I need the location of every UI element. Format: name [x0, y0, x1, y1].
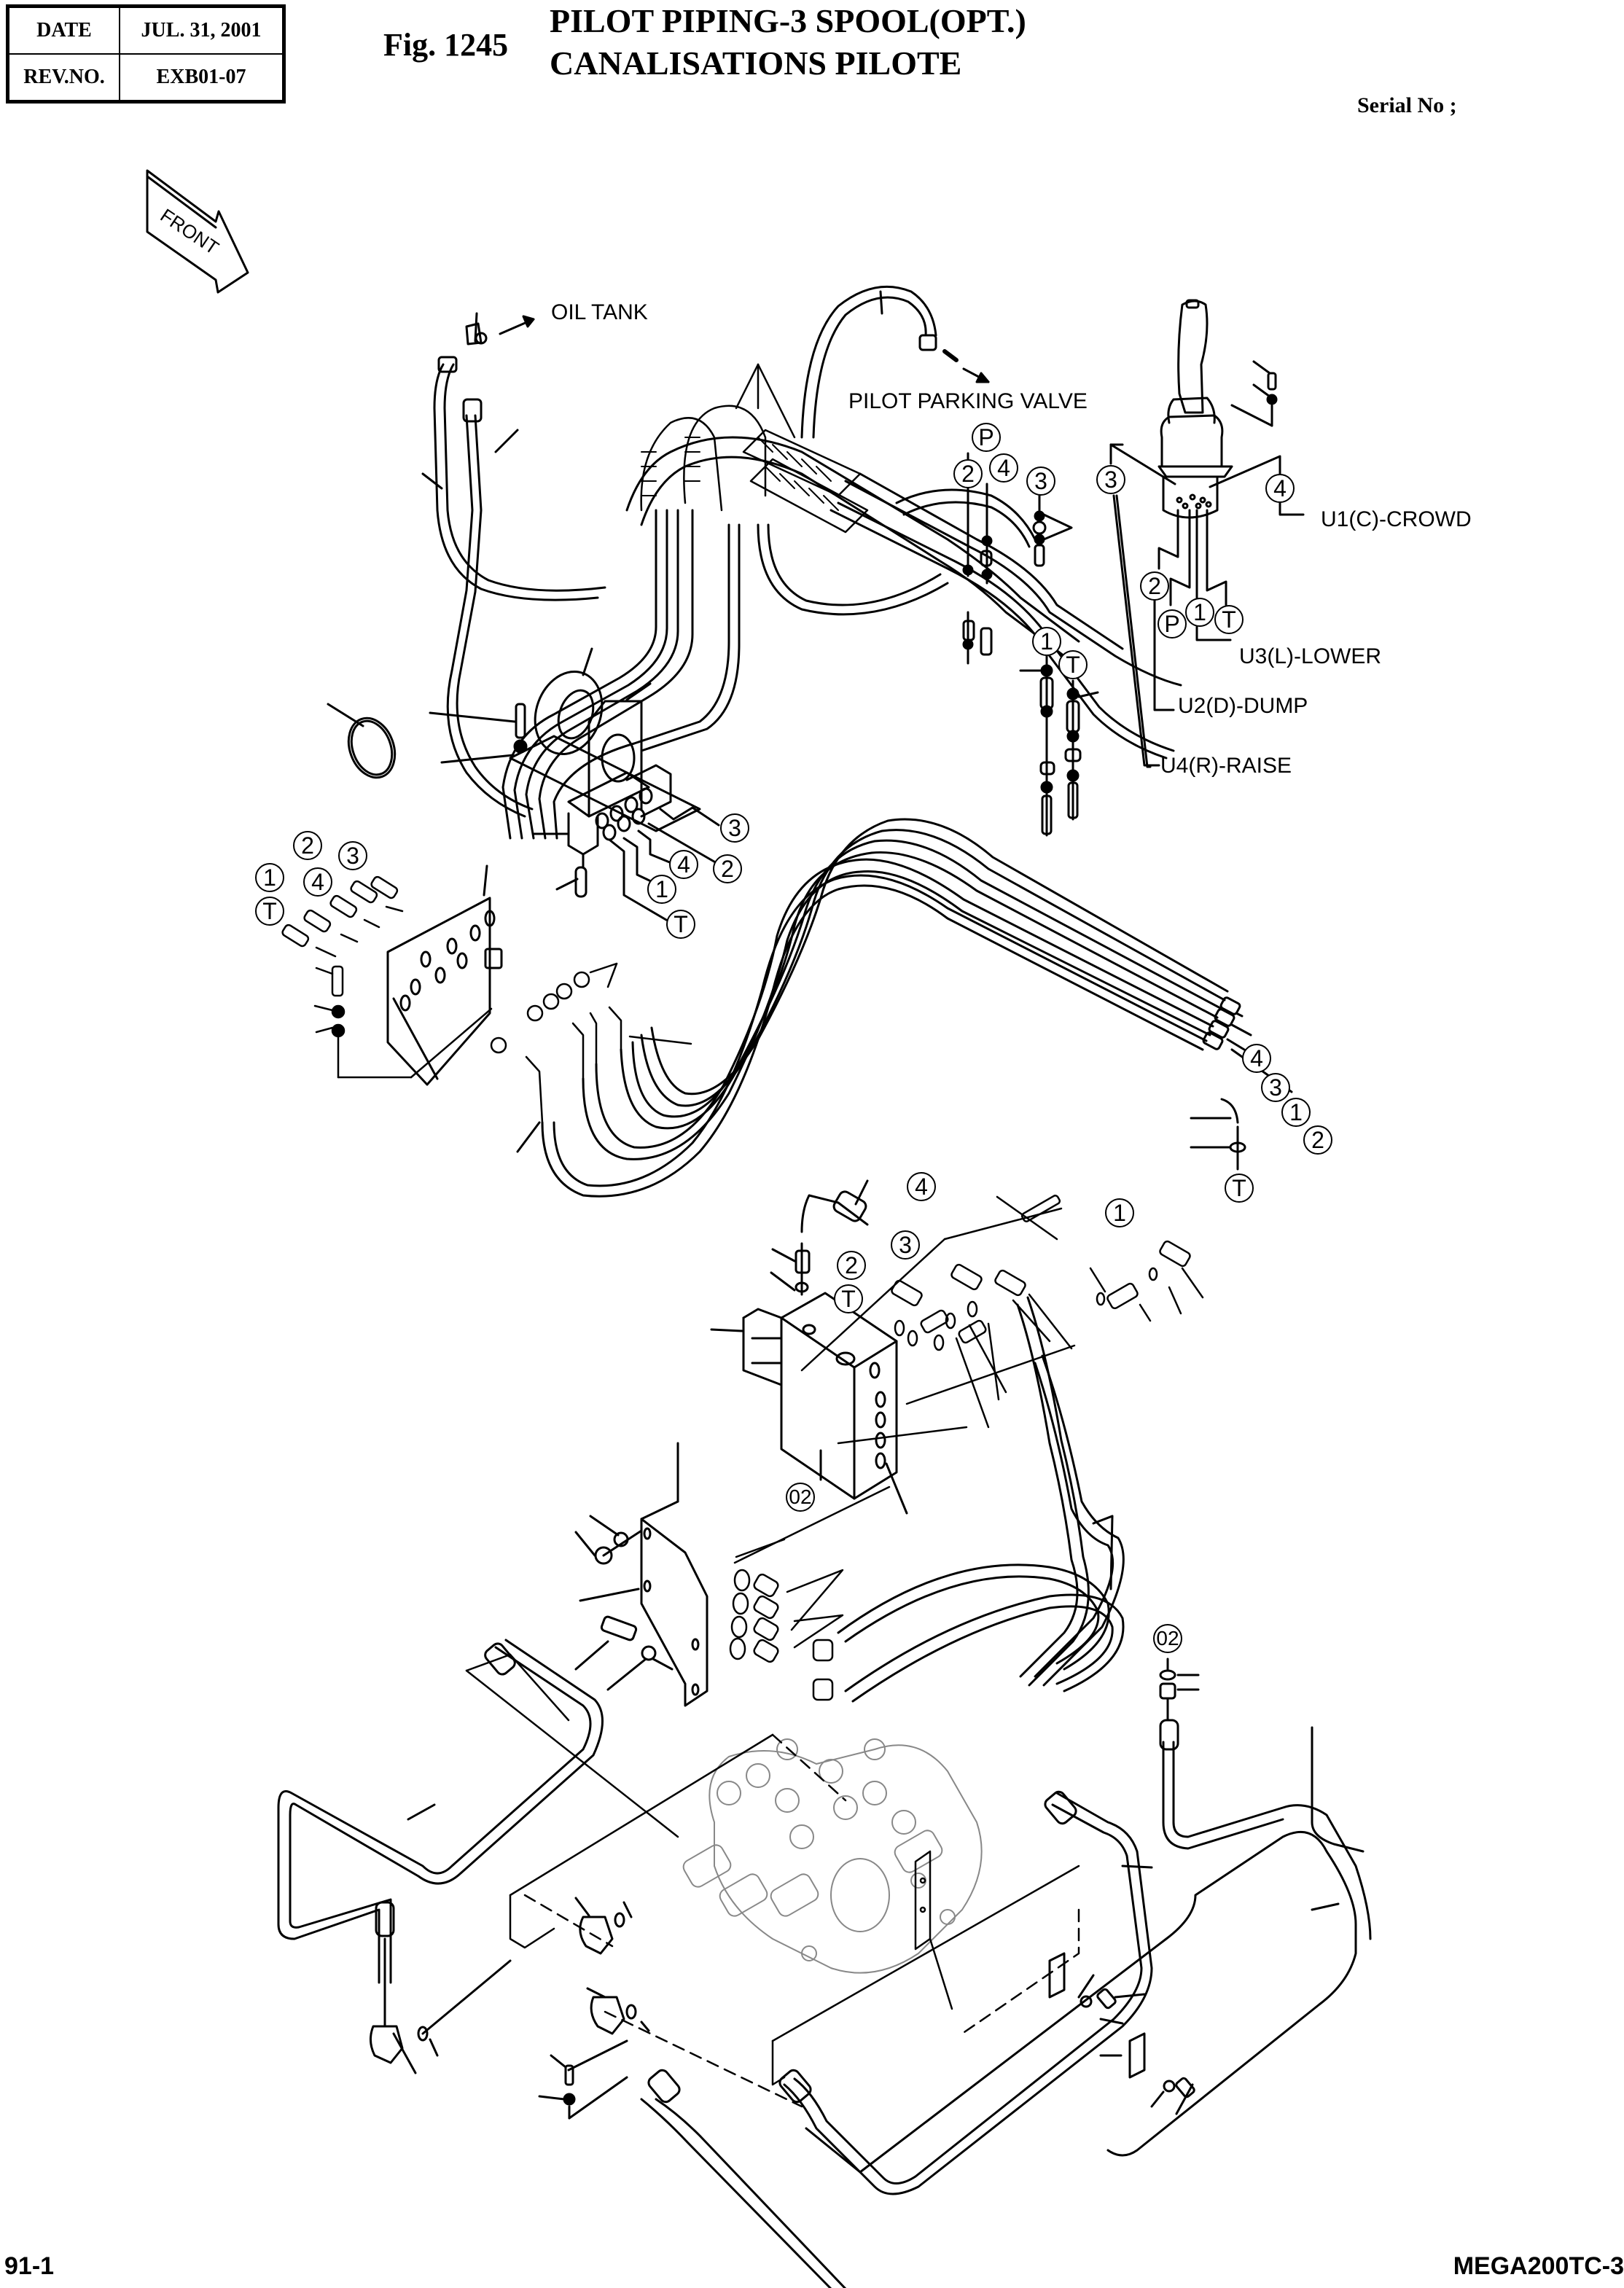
steel-pipe-bottom [640, 1658, 1372, 2288]
callout-1: 1 [255, 863, 284, 892]
pilot-hose-bundle [501, 436, 1182, 840]
callout-2: 2 [1140, 571, 1169, 601]
callout-p: P [1158, 609, 1187, 639]
callout-2: 2 [837, 1251, 866, 1280]
callout-2: 2 [1303, 1125, 1332, 1155]
u1-crowd-label: U1(C)-CROWD [1321, 507, 1472, 531]
valve-mounting-outline [465, 1653, 1080, 2108]
callout-t: T [666, 910, 695, 939]
date-value: JUL. 31, 2001 [119, 5, 285, 55]
callout-1: 1 [1032, 627, 1061, 656]
oil-tank-fitting [465, 312, 535, 345]
joystick-icon [1109, 299, 1305, 768]
callout-3: 3 [338, 841, 367, 870]
callout-02: 02 [1153, 1624, 1182, 1653]
bolt-stack [1019, 653, 1099, 837]
callout-3: 3 [891, 1230, 920, 1260]
model-number: MEGA200TC-3 [1453, 2252, 1624, 2280]
page-number: 91-1 [4, 2252, 55, 2280]
long-pilot-hoses [516, 818, 1229, 1198]
port-fittings [729, 1485, 891, 1701]
callout-t: T [1214, 605, 1244, 634]
solenoid-to-main-hoses [837, 1296, 1125, 1703]
u2-dump-label: U2(D)-DUMP [1178, 694, 1308, 718]
callout-4: 4 [1242, 1044, 1271, 1073]
main-control-valve [682, 1738, 983, 1974]
callout-t: T [1058, 650, 1088, 679]
callout-02: 02 [786, 1483, 815, 1512]
front-direction-arrow-icon [146, 169, 249, 294]
parking-valve-fittings [962, 452, 1073, 665]
figure-number: Fig. 1245 [383, 27, 509, 63]
callout-3: 3 [1261, 1073, 1290, 1102]
callout-3: 3 [1096, 465, 1125, 494]
callout-4: 4 [1265, 474, 1295, 503]
u3-lower-label: U3(L)-LOWER [1239, 644, 1382, 668]
callout-4: 4 [907, 1172, 936, 1201]
solenoid-fittings [800, 1195, 1204, 1445]
steel-pipe-left [277, 1639, 604, 2074]
revision-table: DATE JUL. 31, 2001 REV.NO. EXB01-07 [6, 4, 286, 104]
oil-tank-label: OIL TANK [551, 300, 648, 324]
callout-3: 3 [1026, 466, 1055, 496]
plate-bracket [574, 1442, 708, 1707]
callout-3: 3 [720, 813, 749, 843]
mounting-bracket [429, 682, 701, 832]
callout-4: 4 [669, 850, 698, 879]
rev-value: EXB01-07 [119, 53, 285, 103]
callout-2: 2 [953, 459, 983, 488]
solenoid-valve-block [710, 1179, 908, 1515]
page-title-french: CANALISATIONS PILOTE [550, 44, 962, 82]
hose-clamp [327, 703, 397, 779]
callout-4: 4 [989, 453, 1018, 483]
callout-2: 2 [713, 854, 742, 883]
corrugated-conduit [640, 363, 869, 534]
grommet [534, 647, 604, 756]
callout-1: 1 [1185, 598, 1214, 627]
front-arrow-text: FRONT [157, 204, 223, 259]
bulkhead-fittings [281, 875, 692, 1124]
callout-1: 1 [1105, 1198, 1134, 1227]
valve-elbow-fittings [567, 1897, 650, 2072]
callout-t: T [1225, 1174, 1254, 1203]
callout-4: 4 [303, 867, 332, 897]
date-label: DATE [7, 5, 120, 55]
pilot-parking-valve-label: PILOT PARKING VALVE [848, 389, 1088, 413]
callout-1: 1 [1281, 1098, 1311, 1127]
callout-2: 2 [293, 831, 322, 860]
u4-raise-label: U4(R)-RAISE [1160, 754, 1292, 778]
serial-number-label: Serial No ; [1357, 93, 1457, 117]
bulkhead-plate [386, 864, 503, 1086]
small-bolts [538, 2054, 628, 2120]
parking-valve-hose [800, 285, 990, 439]
rev-label: REV.NO. [7, 53, 120, 103]
page-title-english: PILOT PIPING-3 SPOOL(OPT.) [550, 2, 1026, 39]
callout-t: T [255, 897, 284, 926]
callout-1: 1 [647, 875, 676, 904]
callout-p: P [972, 423, 1001, 452]
callout-t: T [834, 1284, 863, 1313]
